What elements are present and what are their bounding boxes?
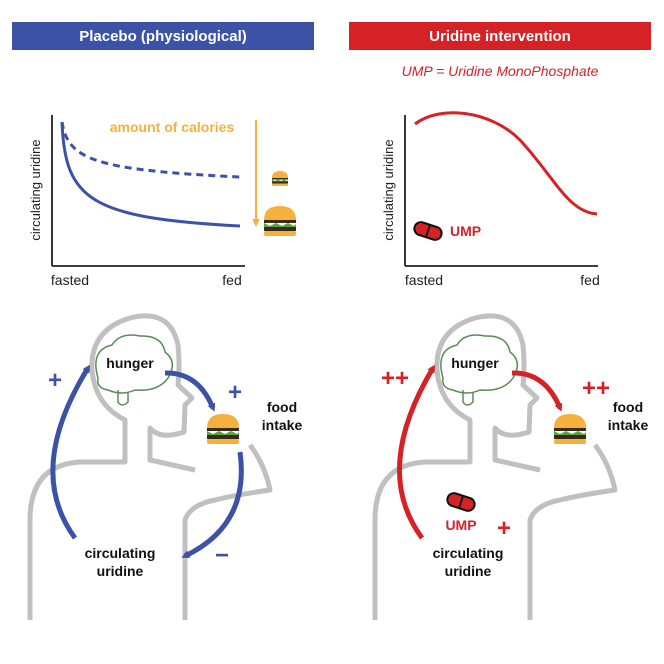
uridine-food-label-line2: intake [608, 417, 649, 433]
placebo-minus: − [215, 542, 229, 569]
uridine-uridine-to-hunger-arrow [397, 364, 436, 540]
placebo-plus-right: + [228, 379, 242, 406]
placebo-y-axis-label: circulating uridine [28, 139, 43, 240]
placebo-brain-icon [95, 334, 174, 394]
uridine-plus-pill: + [497, 515, 511, 542]
placebo-x-label-fed: fed [222, 272, 241, 288]
placebo-banner: Placebo (physiological) [12, 22, 314, 50]
uridine-food-label-line1: food [613, 399, 643, 415]
placebo-uridine-label-line2: uridine [97, 563, 144, 579]
calories-label: amount of calories [110, 119, 235, 135]
uridine-y-axis-label: circulating uridine [381, 139, 396, 240]
ump-pill-label-body: UMP [445, 517, 476, 533]
ump-pill-label-chart: UMP [450, 223, 481, 239]
placebo-silhouette [27, 313, 196, 620]
placebo-dashed-curve [60, 121, 241, 179]
placebo-plus-top: + [48, 367, 62, 394]
uridine-plus-plus-left: ++ [381, 365, 409, 392]
placebo-chart: circulating uridine fasted fed amount of… [28, 115, 296, 288]
uridine-plus-plus-right: ++ [582, 375, 610, 402]
placebo-uridine-to-hunger-arrow [50, 364, 91, 540]
placebo-x-label-fasted: fasted [51, 272, 89, 288]
ump-definition: UMP = Uridine MonoPhosphate [401, 63, 599, 79]
small-burger-icon [272, 171, 288, 186]
placebo-food-label-line2: intake [262, 417, 303, 433]
uridine-curve [414, 111, 598, 216]
uridine-burger-icon [554, 414, 586, 444]
uridine-hunger-label: hunger [451, 355, 499, 371]
uridine-banner: Uridine intervention [349, 22, 651, 50]
placebo-hunger-label: hunger [106, 355, 154, 371]
uridine-uridine-label-line2: uridine [445, 563, 492, 579]
large-burger-icon [264, 206, 296, 236]
placebo-food-label-line1: food [267, 399, 297, 415]
placebo-hunger-to-food-arrow [164, 370, 216, 412]
uridine-chart: circulating uridine fasted fed UMP [381, 111, 600, 288]
uridine-x-label-fed: fed [580, 272, 599, 288]
uridine-brain-icon [440, 334, 519, 394]
placebo-arm [182, 443, 273, 620]
uridine-uridine-label-line1: circulating [433, 545, 504, 561]
uridine-arm [527, 443, 618, 620]
ump-pill-icon-chart [411, 219, 445, 243]
placebo-burger-icon [207, 414, 239, 444]
placebo-food-to-uridine-arrow [181, 451, 244, 559]
ump-pill-icon-body [444, 490, 478, 514]
uridine-body: hunger ++ ++ food intake UMP + circulati… [372, 313, 649, 620]
placebo-solid-curve [60, 121, 241, 228]
placebo-uridine-label-line1: circulating [85, 545, 156, 561]
uridine-silhouette [372, 313, 541, 620]
placebo-body: hunger + + food intake − circulating uri… [27, 313, 303, 620]
uridine-x-label-fasted: fasted [405, 272, 443, 288]
uridine-hunger-to-food-arrow [511, 370, 563, 412]
